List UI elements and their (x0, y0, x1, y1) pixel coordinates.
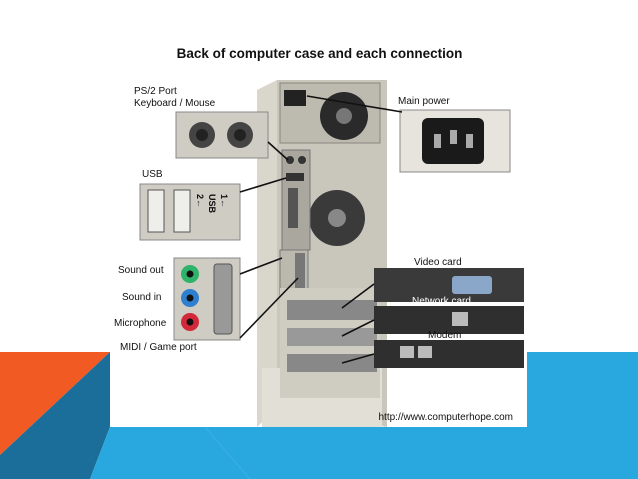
network-card-bracket (287, 328, 377, 346)
figure-title: Back of computer case and each connectio… (176, 46, 463, 61)
video-card-label: Video card (414, 257, 462, 268)
video-card-bracket (287, 300, 377, 320)
usb-leader (239, 177, 287, 193)
power-socket-small (284, 90, 306, 106)
power-pin-center (450, 130, 457, 144)
case-fan-hub (328, 209, 346, 227)
sound-out-leader (239, 257, 283, 275)
ps2-leader (267, 141, 289, 161)
microphone-hole (186, 318, 194, 326)
main-power-label: Main power (398, 96, 450, 107)
dark-blue-band (0, 352, 110, 479)
modem-label: Modem (428, 330, 462, 341)
rj45-connector (452, 312, 468, 326)
power-pin-left (434, 134, 441, 148)
blue-band-right (205, 352, 638, 479)
sound-out-hole (186, 270, 194, 278)
sound-out-label: Sound out (118, 265, 164, 276)
ps2-label-line2: Keyboard / Mouse (134, 98, 216, 109)
network-leader (341, 319, 375, 337)
modem-leader (341, 353, 375, 364)
microphone-label: Microphone (114, 318, 167, 329)
ps2-port-small-1 (286, 156, 294, 164)
diagram-illustration (139, 80, 524, 427)
sound-in-label: Sound in (122, 292, 162, 303)
vga-connector (452, 276, 492, 294)
modem-card-bracket (287, 354, 377, 372)
rj11-connector-1 (400, 346, 414, 358)
power-pin-right (466, 134, 473, 148)
modem-inset (374, 340, 524, 368)
blue-band-bottom (90, 427, 250, 479)
rj11-connector-2 (418, 346, 432, 358)
psu-fan-hub (336, 108, 352, 124)
game-port (213, 263, 233, 335)
usb-port-number-1: 1← (219, 194, 229, 209)
computer-back-diagram: Back of computer case and each connectio… (112, 38, 527, 427)
network-card-inset (374, 306, 524, 334)
video-leader (341, 283, 375, 309)
mouse-port-center (234, 129, 246, 141)
game-port-small (295, 253, 305, 288)
usb-port-2 (173, 189, 191, 233)
case-side-panel (257, 80, 277, 427)
midi-leader (239, 277, 299, 339)
source-url: http://www.computerhope.com (378, 412, 513, 423)
usb-label: USB (142, 169, 163, 180)
midi-game-port-label: MIDI / Game port (120, 342, 197, 353)
network-card-label: Network card (412, 296, 471, 307)
power-leader (306, 95, 403, 113)
usb-port-small (286, 173, 304, 181)
leader-lines (239, 95, 403, 364)
usb-port-number-2: 2← (195, 194, 205, 209)
usb-port-text: USB (207, 194, 217, 214)
sound-in-hole (186, 294, 194, 302)
ps2-port-small-2 (298, 156, 306, 164)
keyboard-port-center (196, 129, 208, 141)
parallel-port-small (288, 188, 298, 228)
ps2-label-line1: PS/2 Port (134, 86, 177, 97)
usb-port-1 (147, 189, 165, 233)
video-card-inset (374, 268, 524, 302)
